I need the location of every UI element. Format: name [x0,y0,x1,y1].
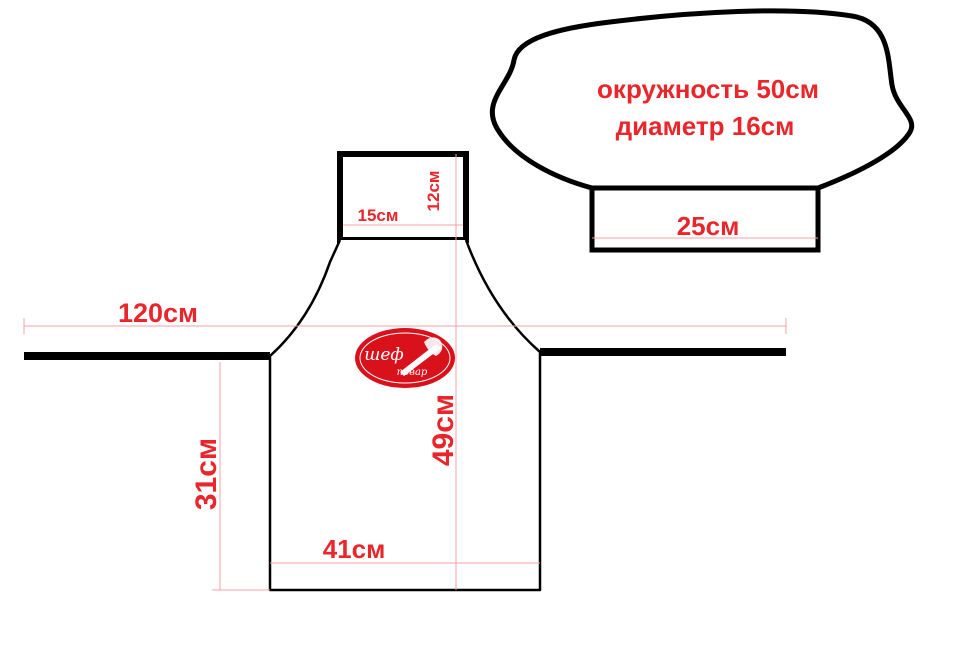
side-height-label: 31см [190,438,223,510]
chef-hat: окружность 50см диаметр 16см 25см [489,8,915,253]
apron-neck-strap-outline [337,151,469,243]
hat-diameter-label: диаметр 16см [616,111,795,141]
apron: 15см 12см 120см 49см 31см 41см шеф повар [23,151,787,592]
chef-logo: шеф повар [355,328,455,388]
total-height-label: 49см [427,394,460,466]
hat-band-width-label: 25см [677,211,740,241]
pocket-width-label: 15см [358,206,399,225]
hat-crown-outline [489,8,915,191]
apron-body-outline [268,239,542,592]
hat-band-outline [589,185,821,253]
chef-hand-icon [424,337,443,356]
logo-text-cook: повар [397,367,428,378]
logo-text-chef: шеф [364,345,403,365]
tie-length-label: 120см [118,298,198,328]
logo-oval-rim [359,332,451,384]
pocket-height-label: 12см [424,171,443,212]
bottom-width-label: 41см [323,534,386,564]
hat-circumference-label: окружность 50см [597,74,819,104]
